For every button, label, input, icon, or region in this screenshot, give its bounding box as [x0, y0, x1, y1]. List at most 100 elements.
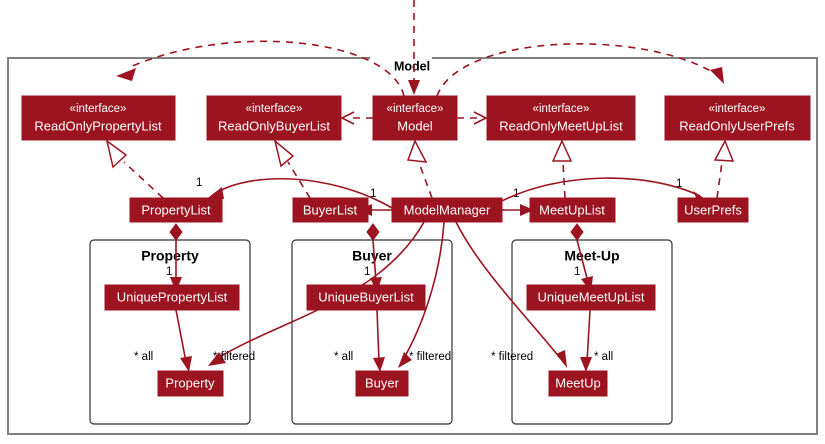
interface-readonlypropertylist-name: ReadOnlyPropertyList	[34, 118, 162, 133]
diamond-meetuplist-composition	[570, 223, 584, 241]
interface-readonlymeetuplist-stereotype: «interface»	[533, 103, 590, 115]
arrowhead-hollow-readonlybuyerlist	[273, 138, 295, 168]
edge-uniquebuyerlist-to-buyer-all	[376, 309, 380, 363]
interface-readonlybuyerlist-stereotype: «interface»	[246, 103, 303, 115]
edge-uniquemeetuplist-to-meetup-all	[586, 309, 591, 363]
class-meetuplist-name: MeetUpList	[539, 202, 605, 217]
class-meetup-box[interactable]	[548, 370, 608, 397]
edge-model-depends-readonlypropertylist-top	[127, 40, 405, 97]
diamond-propertylist-composition	[169, 223, 183, 241]
multiplicity-modelmanager-userprefs: 1	[676, 178, 682, 190]
class-uniquemeetuplist-name: UniqueMeetUpList	[538, 289, 645, 304]
diamond-buyerlist-composition	[366, 223, 380, 241]
edge-userprefs-realizes-readonlyuserprefs	[716, 161, 723, 199]
edge-meetuplist-realizes-readonlymeetuplist	[562, 161, 566, 199]
interface-readonlypropertylist-box[interactable]	[21, 95, 176, 141]
multiplicity-modelmanager-propertylist: 1	[196, 177, 202, 189]
arrowhead-open-readonlymeetuplist	[473, 111, 488, 125]
class-property-box[interactable]	[157, 370, 224, 397]
interface-model-stereotype: «interface»	[387, 103, 444, 115]
edge-uniquepropertylist-to-property-all	[175, 309, 187, 363]
class-uniquebuyerlist[interactable]: UniqueBuyerList	[306, 284, 426, 311]
class-meetuplist-box[interactable]	[529, 197, 616, 223]
multiplicity-buyerlist-uniquebuyerlist: 1	[364, 266, 370, 278]
class-meetup-name: MeetUp	[555, 375, 601, 390]
class-propertylist-name: PropertyList	[141, 202, 211, 217]
arrowhead-hollow-readonlymeetuplist	[551, 139, 573, 162]
arrowhead-solid-readonlypropertylist-top	[116, 68, 136, 81]
package-property-title: Property	[141, 248, 199, 264]
interface-readonlypropertylist-stereotype: «interface»	[70, 103, 127, 115]
class-buyerlist-name: BuyerList	[303, 202, 358, 217]
edge-modelmanager-realizes-model	[417, 159, 433, 199]
interface-readonlypropertylist[interactable]: «interface» ReadOnlyPropertyList	[21, 95, 176, 141]
arrowhead-property-all	[180, 356, 192, 372]
interface-readonlyuserprefs[interactable]: «interface» ReadOnlyUserPrefs	[664, 95, 811, 141]
arrowhead-open-readonlybuyerlist	[340, 111, 355, 125]
role-label-property-all: * all	[134, 351, 153, 363]
class-userprefs-name: UserPrefs	[684, 202, 742, 217]
class-uniquepropertylist[interactable]: UniquePropertyList	[104, 284, 240, 311]
arrowhead-solid-model-top	[408, 80, 420, 95]
class-uniquemeetuplist-box[interactable]	[526, 284, 656, 311]
class-uniquepropertylist-box[interactable]	[104, 284, 240, 311]
class-uniquebuyerlist-name: UniqueBuyerList	[318, 289, 414, 304]
class-propertylist[interactable]: PropertyList	[129, 197, 223, 223]
edge-modelmanager-to-meetup-filtered	[455, 221, 561, 359]
package-meetup-border	[511, 239, 673, 425]
edge-meetuplist-to-uniquemeetuplist	[576, 239, 589, 283]
arrowhead-hollow-readonlypropertylist	[105, 139, 128, 169]
class-modelmanager-name: ModelManager	[404, 202, 491, 217]
model-title-backdrop	[370, 50, 432, 68]
class-modelmanager-box[interactable]	[391, 197, 503, 223]
class-buyerlist-box[interactable]	[292, 197, 369, 223]
package-buyer-border	[291, 239, 453, 425]
interface-readonlybuyerlist-box[interactable]	[206, 95, 342, 141]
role-label-meetup-all: * all	[594, 351, 613, 363]
package-property-border	[89, 239, 251, 425]
interface-readonlymeetuplist-box[interactable]	[486, 95, 636, 141]
class-property-name: Property	[165, 375, 215, 390]
class-buyerlist[interactable]: BuyerList	[292, 197, 369, 223]
role-label-buyer-all: * all	[334, 351, 353, 363]
class-buyer[interactable]: Buyer	[355, 370, 409, 397]
interface-readonlyuserprefs-box[interactable]	[664, 95, 811, 141]
package-meetup-title: Meet-Up	[564, 248, 619, 264]
package-buyer-title: Buyer	[352, 248, 392, 264]
interface-model[interactable]: «interface» Model	[372, 95, 458, 141]
interface-model-box[interactable]	[372, 95, 458, 141]
class-uniquepropertylist-name: UniquePropertyList	[117, 289, 228, 304]
class-meetuplist[interactable]: MeetUpList	[529, 197, 616, 223]
multiplicity-modelmanager-buyerlist: 1	[370, 188, 376, 200]
interface-readonlymeetuplist[interactable]: «interface» ReadOnlyMeetUpList	[486, 95, 636, 141]
arrowhead-solid-readonlyuserprefs-top	[710, 67, 724, 84]
interface-readonlyuserprefs-stereotype: «interface»	[709, 103, 766, 115]
class-meetup[interactable]: MeetUp	[548, 370, 608, 397]
interface-readonlybuyerlist-name: ReadOnlyBuyerList	[218, 118, 330, 133]
class-modelmanager[interactable]: ModelManager	[391, 197, 503, 223]
class-propertylist-box[interactable]	[129, 197, 223, 223]
multiplicity-meetuplist-uniquemeetuplist: 1	[574, 266, 580, 278]
class-userprefs[interactable]: UserPrefs	[677, 197, 749, 223]
interface-readonlyuserprefs-name: ReadOnlyUserPrefs	[679, 118, 795, 133]
class-buyer-box[interactable]	[355, 370, 409, 397]
edge-propertylist-realizes-readonlypropertylist	[123, 161, 164, 199]
model-package-title: Model	[394, 59, 430, 73]
role-label-meetup-filtered: * filtered	[491, 351, 533, 363]
arrowhead-buyer-filtered	[398, 352, 412, 368]
interface-readonlymeetuplist-name: ReadOnlyMeetUpList	[499, 118, 623, 133]
class-userprefs-box[interactable]	[677, 197, 749, 223]
class-property[interactable]: Property	[157, 370, 224, 397]
edge-modelmanager-to-propertylist	[215, 177, 393, 209]
class-uniquebuyerlist-box[interactable]	[306, 284, 426, 311]
arrowhead-propertylist	[205, 187, 224, 200]
arrowhead-meetup-all	[580, 357, 592, 372]
class-buyer-name: Buyer	[365, 375, 400, 390]
role-label-property-filtered: * filtered	[213, 351, 255, 363]
class-uniquemeetuplist[interactable]: UniqueMeetUpList	[526, 284, 656, 311]
arrowhead-hollow-readonlyuserprefs	[713, 139, 735, 162]
edge-modelmanager-to-buyer-filtered	[403, 221, 445, 359]
interface-readonlybuyerlist[interactable]: «interface» ReadOnlyBuyerList	[206, 95, 342, 141]
edge-modelmanager-to-userprefs	[497, 177, 701, 204]
